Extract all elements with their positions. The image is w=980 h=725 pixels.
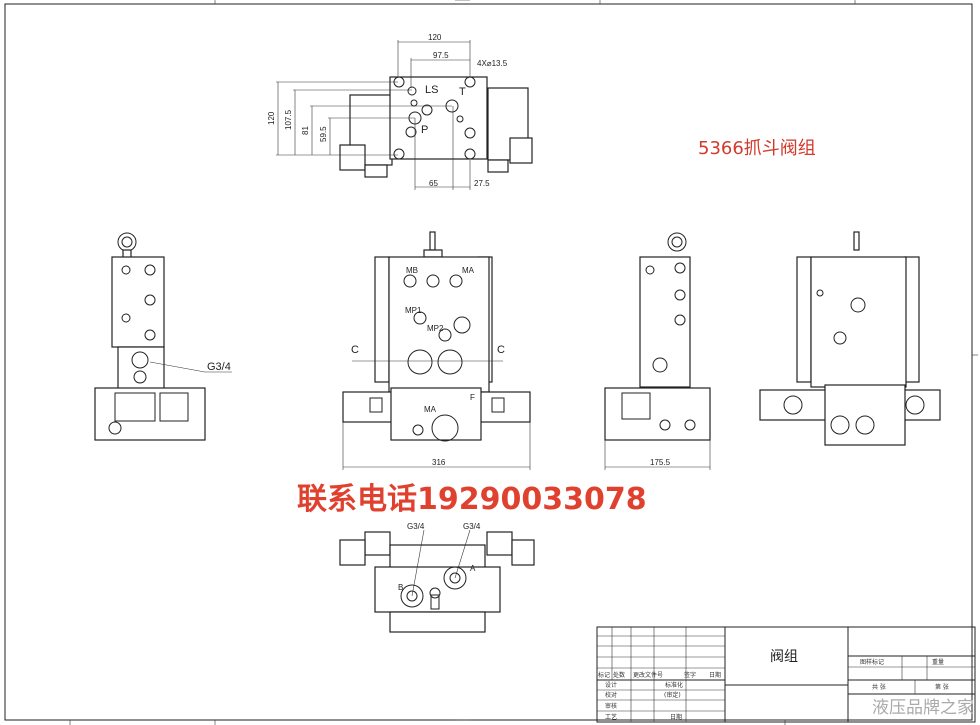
watermark: 液压品牌之家 (872, 698, 974, 718)
top-view: 120 97.5 4X⌀13.5 120 107.5 81 59.5 65 27… (267, 33, 533, 190)
border-ticks (69, 0, 978, 725)
port-ls-label: LS (425, 84, 438, 96)
g34-label-left: G3/4 (207, 361, 231, 373)
role-design: 设计 (605, 681, 617, 689)
g34-label-b: G3/4 (407, 522, 425, 531)
rev-header-count: 处数 (613, 671, 625, 679)
dim-65: 65 (429, 179, 438, 188)
rev-header-mark: 标记 (598, 671, 610, 679)
g34-label-a: G3/4 (463, 522, 481, 531)
weight-label: 重量 (932, 658, 944, 666)
dim-175-5: 175.5 (650, 458, 671, 467)
drawing-title: 5366抓斗阀组 (698, 138, 816, 159)
port-mp1-label: MP1 (405, 306, 422, 315)
rev-header-date: 日期 (709, 671, 721, 679)
date-label: 日期 (670, 713, 682, 721)
port-mp2-label: MP2 (427, 324, 444, 333)
drawing-border (4, 3, 973, 721)
sheet-number-label: 第 张 (935, 683, 949, 691)
drawing-mark-label: 图样标记 (860, 658, 884, 666)
role-process: 工艺 (605, 713, 617, 721)
total-sheets-label: 共 张 (872, 683, 886, 691)
rev-header-doc: 更改文件号 (633, 671, 663, 679)
section-c-left: C (351, 344, 359, 356)
port-t-label: T (459, 86, 466, 98)
front-view: 316 MB MA MP1 MP2 MA C C F (342, 231, 531, 470)
role-review: 审核 (605, 702, 617, 710)
port-mb-label: MB (406, 266, 418, 275)
dim-27-5: 27.5 (474, 179, 490, 188)
contact-overlay: 联系电话19290033078 (297, 482, 647, 517)
port-ma-lower-label: MA (424, 405, 437, 414)
approve-label: (审定) (664, 691, 681, 699)
bottom-view: G3/4 G3/4 B A (339, 522, 535, 633)
left-view: G3/4 (94, 232, 232, 441)
dim-316: 316 (432, 458, 446, 467)
std-label: 标准化 (665, 681, 683, 689)
rear-view (759, 231, 941, 446)
port-a-label: A (470, 564, 476, 573)
dim-hole-spec: 4X⌀13.5 (477, 59, 508, 68)
title-block: 标记 处数 更改文件号 签字 日期 设计 校对 审核 工艺 标准化 (审定) 日… (596, 626, 976, 723)
rev-header-sign: 签字 (684, 671, 696, 679)
port-p-label: P (421, 124, 428, 136)
section-c-right: C (497, 344, 505, 356)
dim-107-5: 107.5 (284, 109, 293, 130)
role-check: 校对 (605, 691, 617, 699)
dim-59-5: 59.5 (319, 126, 328, 142)
section-f: F (470, 393, 475, 402)
port-ma-label: MA (462, 266, 475, 275)
side-view: 175.5 (604, 232, 711, 470)
dim-120-height: 120 (267, 111, 276, 125)
dim-81: 81 (301, 126, 310, 135)
port-b-label: B (398, 583, 403, 592)
dim-97-5: 97.5 (433, 51, 449, 60)
dim-120-width: 120 (428, 33, 442, 42)
part-name: 阀组 (770, 649, 798, 665)
